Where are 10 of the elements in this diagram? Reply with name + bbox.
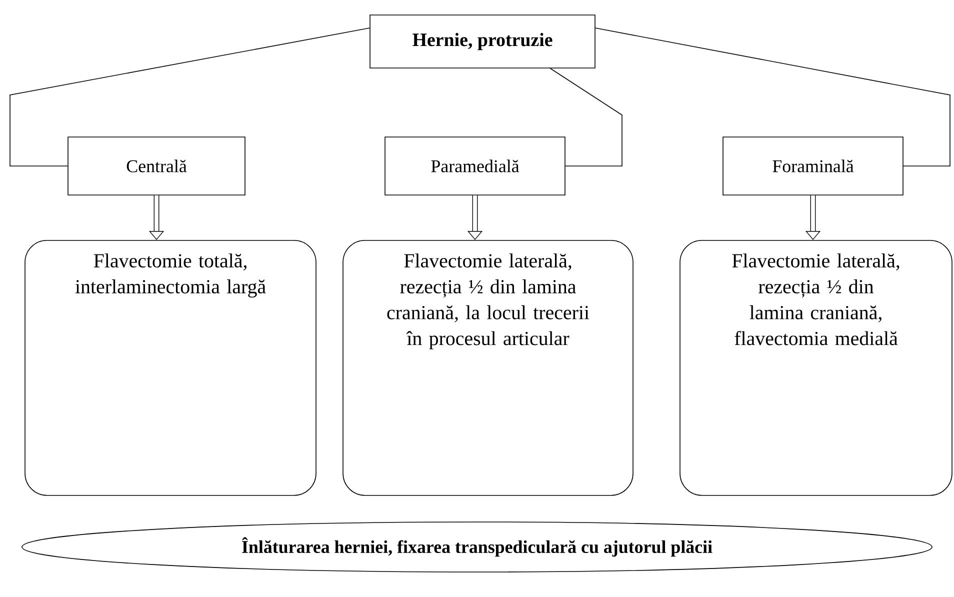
heading-box: Hernie, protruzie: [370, 14, 596, 68]
category-box: Centrală: [68, 136, 246, 196]
procedure-box: Flavectomie laterală, rezecția ½ din lamina craniană, flavectomia medială: [680, 240, 952, 496]
category-box: Paramedială: [384, 136, 566, 196]
connector-line: [10, 28, 370, 166]
procedure-box: Flavectomie laterală, rezecția ½ din lamina craniană, la locul trecerii în procesul articular: [342, 240, 634, 496]
procedure-box: Flavectomie totală, interlaminectomia largă: [24, 240, 316, 496]
connector-line: [595, 28, 950, 166]
category-box: Foraminală: [722, 136, 904, 196]
connector-line: [550, 68, 622, 166]
